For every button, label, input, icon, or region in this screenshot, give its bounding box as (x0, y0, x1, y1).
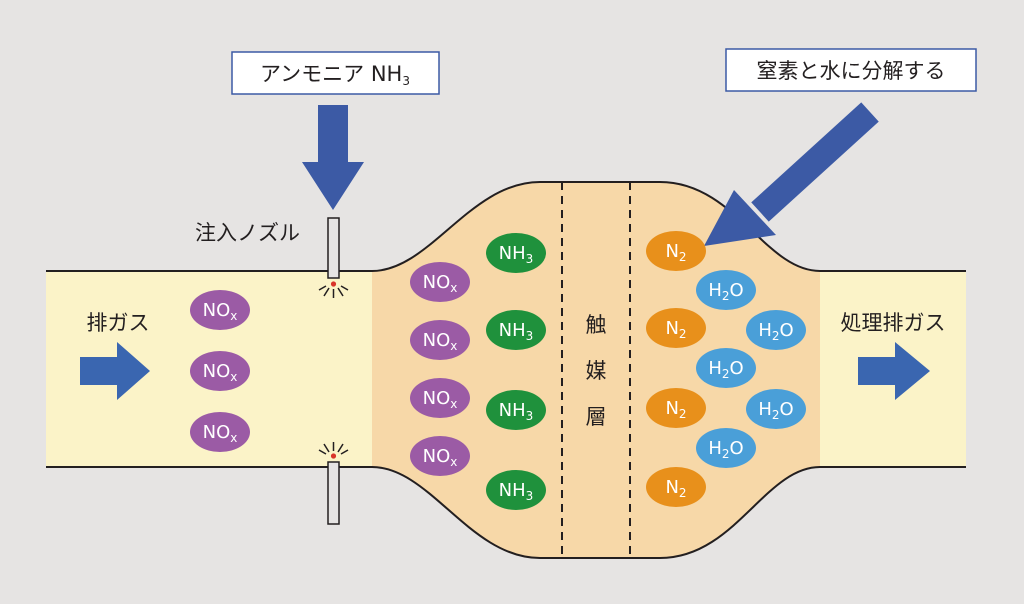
molecule-bubble (746, 310, 806, 350)
molecule-formula: N2 (665, 318, 686, 341)
molecule-bubble (190, 412, 250, 452)
exhaust-in-label: 排ガス (87, 311, 150, 335)
molecule-formula: N2 (665, 241, 686, 264)
molecules-layer: NOxNOxNOxNOxNOxNOxNOxNH3NH3NH3NH3N2N2N2N… (190, 231, 806, 510)
molecule-formula: N2 (665, 477, 686, 500)
molecule-formula: H2O (708, 438, 743, 461)
molecule-bubble (486, 470, 546, 510)
molecule-bubble (646, 388, 706, 428)
ammonia-arrow-icon (302, 105, 364, 210)
molecule-bubble (410, 320, 470, 360)
spray-bottom-icon (318, 442, 349, 459)
molecule-h2o-3: H2O (696, 348, 756, 388)
molecule-bubble (410, 262, 470, 302)
molecule-bubble (696, 270, 756, 310)
molecule-h2o-2: H2O (746, 310, 806, 350)
molecule-formula: NOx (203, 422, 238, 445)
molecule-h2o-4: H2O (746, 389, 806, 429)
nozzle-bottom (327, 461, 340, 525)
molecule-formula: NH3 (499, 400, 534, 423)
upper-wall (46, 181, 966, 272)
molecule-formula: NOx (423, 388, 458, 411)
decompose-label: 窒素と水に分解する (757, 59, 946, 83)
molecule-nh3-4: NH3 (486, 470, 546, 510)
molecule-n2-4: N2 (646, 467, 706, 507)
molecule-formula: H2O (758, 320, 793, 343)
molecule-formula: NH3 (499, 243, 534, 266)
molecule-bubble (410, 378, 470, 418)
molecule-formula: N2 (665, 398, 686, 421)
molecule-nh3-3: NH3 (486, 390, 546, 430)
molecule-formula: NH3 (499, 480, 534, 503)
molecule-formula: NOx (203, 300, 238, 323)
molecule-formula: NOx (423, 446, 458, 469)
molecule-formula: H2O (708, 358, 743, 381)
molecule-formula: NH3 (499, 320, 534, 343)
exhaust-out-arrow-icon (858, 342, 930, 400)
molecule-n2-2: N2 (646, 308, 706, 348)
catalyst-label-3: 層 (586, 405, 607, 429)
exhaust-out-label: 処理排ガス (841, 311, 946, 335)
molecule-h2o-1: H2O (696, 270, 756, 310)
nozzle-label: 注入ノズル (195, 221, 300, 245)
ammonia-label: アンモニア NH3 (260, 62, 410, 88)
molecule-nox-3: NOx (190, 412, 250, 452)
catalyst-label-1: 触 (586, 313, 607, 337)
molecule-bubble (696, 348, 756, 388)
molecule-h2o-5: H2O (696, 428, 756, 468)
molecule-bubble (486, 390, 546, 430)
molecule-bubble (646, 467, 706, 507)
molecule-formula: H2O (758, 399, 793, 422)
molecule-formula: NOx (423, 330, 458, 353)
molecule-bubble (190, 290, 250, 330)
exhaust-in-arrow-icon (80, 342, 150, 400)
catalyst-label-2: 媒 (586, 359, 607, 383)
molecule-bubble (696, 428, 756, 468)
molecule-bubble (746, 389, 806, 429)
molecule-bubble (410, 436, 470, 476)
molecule-bubble (190, 351, 250, 391)
molecule-nh3-2: NH3 (486, 310, 546, 350)
molecule-formula: NOx (203, 361, 238, 384)
nozzle-top (327, 217, 340, 279)
spray-top-icon (318, 281, 349, 298)
molecule-n2-3: N2 (646, 388, 706, 428)
molecule-formula: H2O (708, 280, 743, 303)
molecule-nox-4: NOx (410, 262, 470, 302)
decompose-label-box (725, 48, 977, 92)
molecule-nox-5: NOx (410, 320, 470, 360)
lower-wall (46, 466, 966, 559)
decompose-arrow-icon (704, 102, 879, 246)
molecule-bubble (486, 233, 546, 273)
molecule-nox-6: NOx (410, 378, 470, 418)
molecule-n2-1: N2 (646, 231, 706, 271)
molecule-nox-2: NOx (190, 351, 250, 391)
molecule-bubble (646, 231, 706, 271)
molecule-nox-1: NOx (190, 290, 250, 330)
molecule-formula: NOx (423, 272, 458, 295)
molecule-nox-7: NOx (410, 436, 470, 476)
ammonia-label-box (231, 51, 440, 95)
molecule-bubble (486, 310, 546, 350)
molecule-bubble (646, 308, 706, 348)
molecule-nh3-1: NH3 (486, 233, 546, 273)
